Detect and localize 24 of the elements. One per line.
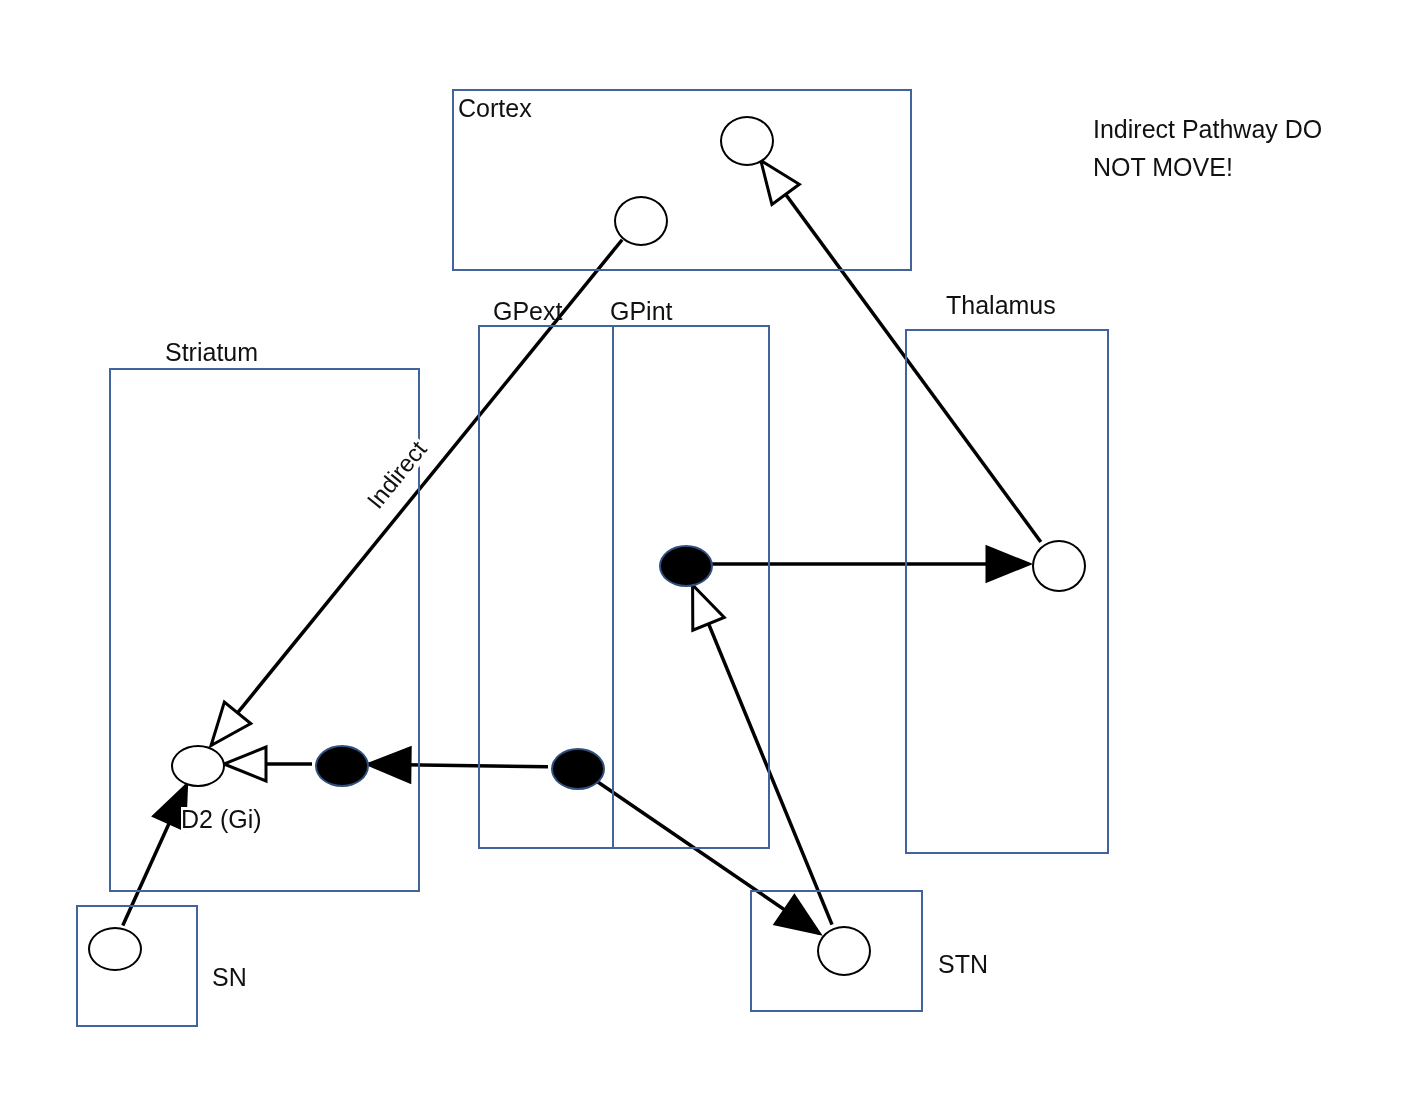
region-label: GPint [610, 299, 673, 324]
neuron-ellipse [817, 926, 871, 976]
connector-arrow [712, 545, 1031, 583]
region-label: STN [938, 952, 988, 977]
neuron-ellipse [720, 116, 774, 166]
neuron-ellipse [88, 927, 142, 971]
neuron-ellipse-filled [551, 748, 605, 790]
neuron-ellipse [171, 745, 225, 787]
neuron-ellipse [614, 196, 668, 246]
region-label: Cortex [458, 96, 532, 121]
connector-arrow [759, 159, 1043, 543]
region-label: SN [212, 965, 247, 990]
receptor-label: D2 (Gi) [181, 807, 262, 832]
neuron-ellipse [1032, 540, 1086, 592]
connector-arrow [121, 783, 189, 927]
neuron-ellipse-filled [659, 545, 713, 587]
region-label: Thalamus [946, 293, 1056, 318]
region-label: GPext [493, 299, 563, 324]
region-label: Striatum [165, 340, 259, 365]
note-text: Indirect Pathway DO NOT MOVE! [1093, 114, 1324, 183]
connector-arrow [209, 238, 624, 747]
region-box [452, 89, 912, 271]
connector-arrow [596, 780, 821, 936]
neuron-ellipse-filled [315, 745, 369, 787]
